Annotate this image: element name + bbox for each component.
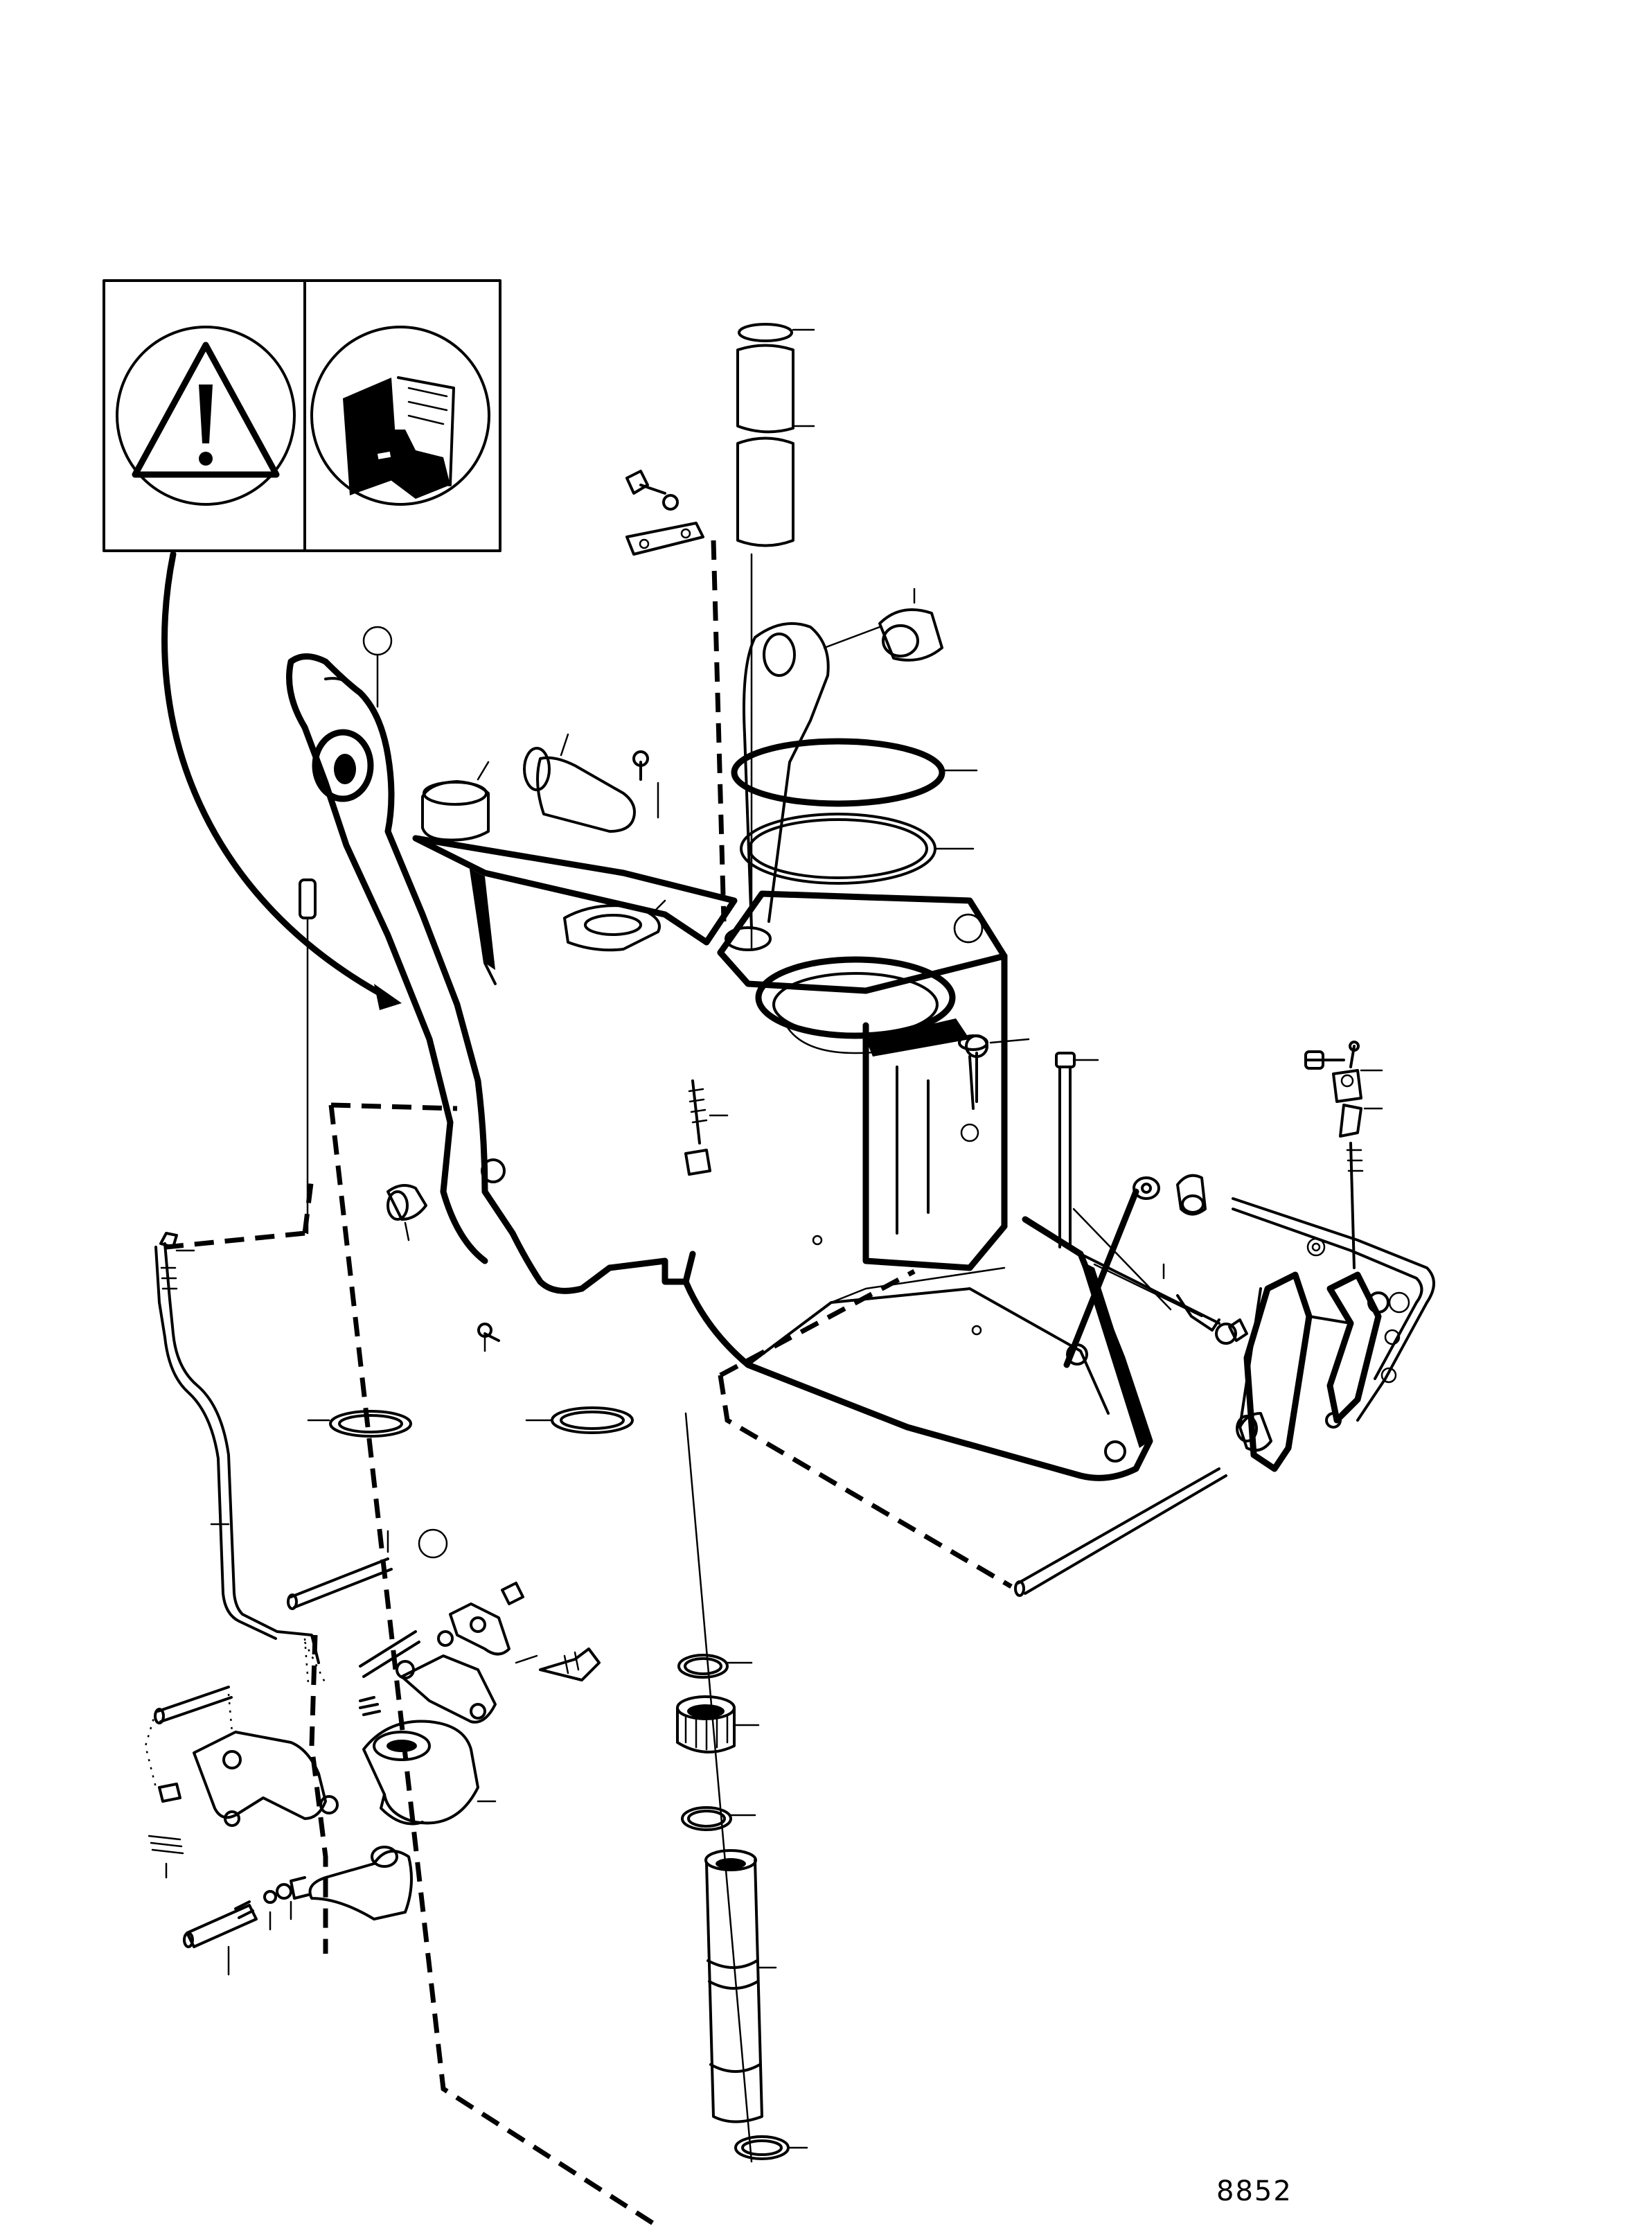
- warning-triangle-icon: [116, 326, 296, 506]
- seal-rings: [307, 1406, 756, 1831]
- top-cover-parts: [421, 733, 666, 952]
- stud-and-nut: [684, 1079, 729, 1176]
- bushing-sleeve: [878, 588, 943, 662]
- clamp-screw-bracket: [625, 470, 727, 922]
- reference-circles: [418, 913, 984, 1559]
- shift-linkage-assembly: [144, 1530, 601, 1976]
- left-control-rod: [154, 878, 320, 1664]
- housing-screws: [958, 1034, 1207, 1248]
- right-shift-bracket: [1236, 1237, 1410, 1472]
- steering-shaft-axis: [684, 553, 753, 2163]
- safety-info-panel: [103, 279, 501, 552]
- transom-shield-housing: [717, 890, 1008, 1271]
- read-manual-book-icon: [310, 326, 490, 506]
- shift-rod-right: [1232, 1041, 1435, 1422]
- side-screw: [387, 1158, 506, 1352]
- callout-circles: [953, 913, 984, 944]
- upper-bushing-stack: [736, 323, 815, 547]
- cable-and-pushrod: [1014, 1253, 1248, 1597]
- leader-lines: [1063, 1188, 1172, 1368]
- crossmember: [412, 835, 738, 985]
- lower-shaft-tube: [704, 1849, 808, 2160]
- lower-housing-base: [682, 1216, 1153, 1481]
- left-swivel-bracket: [286, 626, 696, 1294]
- assembly-dashed-outlines: [166, 1102, 1013, 2226]
- right-swivel-arm: [743, 622, 881, 930]
- large-o-rings: [731, 738, 978, 885]
- needle-bearing: [676, 1695, 760, 1754]
- reference-arrow: [161, 551, 402, 1010]
- figure-number: 8852: [1216, 2175, 1293, 2207]
